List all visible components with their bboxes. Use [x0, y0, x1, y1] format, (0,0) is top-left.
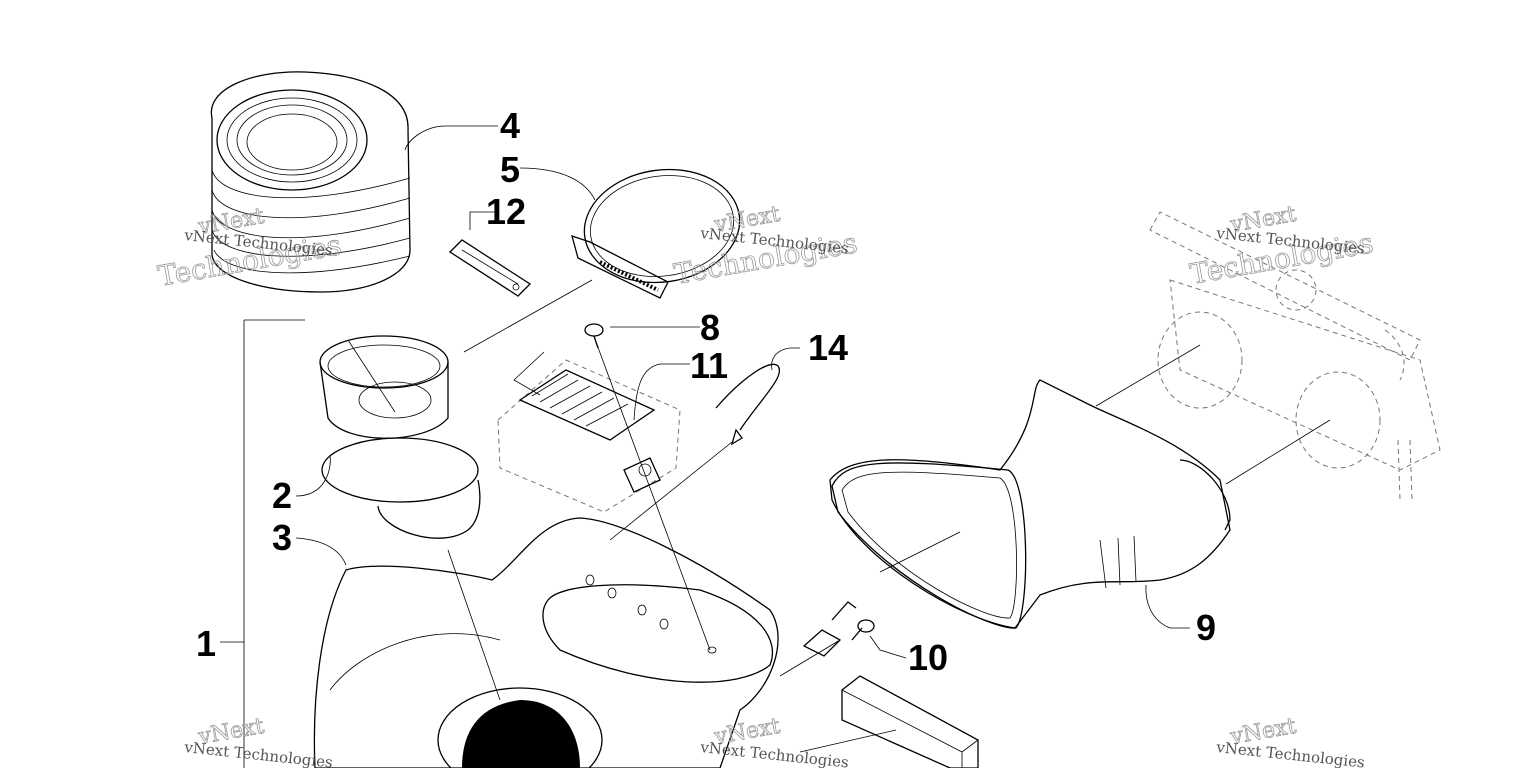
callout-2: 2 [272, 475, 292, 516]
callout-12: 12 [486, 191, 526, 232]
callout-8: 8 [700, 307, 720, 348]
callout-5: 5 [500, 149, 520, 190]
foam-block [841, 675, 979, 768]
part-10-bolt [802, 601, 875, 657]
watermark-top-left: vNext Technologies vNext Technologies [155, 203, 344, 293]
watermark-text: vNext Technologies [183, 738, 334, 768]
part-8-screw [584, 323, 604, 349]
part-3-airbox-housing [313, 517, 779, 768]
watermark-text: vNext Technologies [1215, 738, 1366, 768]
watermark-bottom-center: vNext vNext Technologies [699, 713, 850, 768]
watermark-bottom-left: vNext vNext Technologies [183, 713, 334, 768]
part-14-cable-tie [715, 363, 781, 446]
throttle-body-assembly [1149, 211, 1441, 501]
callout-3: 3 [272, 517, 292, 558]
callout-10: 10 [908, 637, 948, 678]
callout-9: 9 [1196, 607, 1216, 648]
callout-4: 4 [500, 105, 520, 146]
part-12-bracket [448, 239, 532, 297]
watermark-bottom-right: vNext vNext Technologies [1215, 713, 1366, 768]
watermark-top-right: vNext Technologies vNext Technologies [1187, 201, 1376, 291]
part-9-intake-duct [829, 379, 1231, 629]
part-5-clamp-ring [571, 168, 741, 299]
watermark-top-center: vNext Technologies vNext Technologies [671, 201, 860, 291]
callout-11: 11 [690, 345, 728, 386]
part-11-decal [497, 359, 681, 513]
part-2-coupler [319, 335, 481, 539]
callout-1: 1 [196, 623, 216, 664]
leader-lines [220, 125, 1331, 768]
callout-14: 14 [808, 327, 848, 368]
part-4-bellows-boot [210, 71, 411, 293]
